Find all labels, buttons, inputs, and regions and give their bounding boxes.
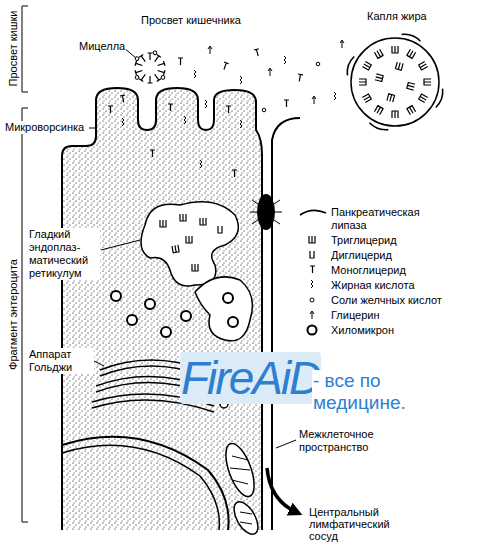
- part-label: Мицелла: [78, 40, 126, 53]
- legend-item: Глицерин: [298, 309, 442, 322]
- legend-sample: [298, 206, 328, 219]
- legend: Панкреатическая липазаТриглицеридДиглице…: [298, 206, 442, 339]
- legend-text: Хиломикрон: [331, 324, 394, 337]
- legend-text: Диглицерид: [331, 249, 392, 262]
- legend-item: Соли желчных кислот: [298, 294, 442, 307]
- legend-item: Триглицерид: [298, 234, 442, 247]
- legend-text: Моноглицерид: [331, 264, 406, 277]
- legend-sample: [298, 324, 328, 337]
- legend-text: Жирная кислота: [331, 279, 415, 292]
- legend-sample: [298, 264, 328, 277]
- part-label: Капля жира: [366, 10, 428, 23]
- legend-sample: [298, 249, 328, 262]
- region-label: Просвет кишечника: [140, 14, 242, 27]
- legend-sample: [298, 309, 328, 322]
- legend-item: Хиломикрон: [298, 324, 442, 337]
- legend-text: Глицерин: [331, 309, 380, 322]
- legend-item: Жирная кислота: [298, 279, 442, 292]
- legend-sample: [298, 294, 328, 307]
- part-label: Аппарат Гольджи: [28, 348, 94, 374]
- watermark: FireAiD: [180, 352, 321, 404]
- part-label: Гладкий эндоплаз- матический ретикулум: [28, 228, 100, 280]
- part-label: Межклеточное пространство: [298, 428, 400, 454]
- region-label: Просвет кишки: [7, 5, 20, 93]
- legend-item: Диглицерид: [298, 249, 442, 262]
- watermark: - все по медицине.: [312, 370, 464, 414]
- region-label: Фрагмент энтероцита: [7, 214, 20, 416]
- part-label: Центральный лимфатический сосуд: [308, 506, 410, 542]
- legend-sample: [298, 234, 328, 247]
- legend-text: Соли желчных кислот: [331, 294, 442, 307]
- legend-text: Панкреатическая липаза: [331, 206, 426, 232]
- legend-sample: [298, 279, 328, 292]
- legend-item: Моноглицерид: [298, 264, 442, 277]
- part-label: Микроворсинка: [4, 121, 85, 134]
- legend-text: Триглицерид: [331, 234, 397, 247]
- legend-item: Панкреатическая липаза: [298, 206, 442, 232]
